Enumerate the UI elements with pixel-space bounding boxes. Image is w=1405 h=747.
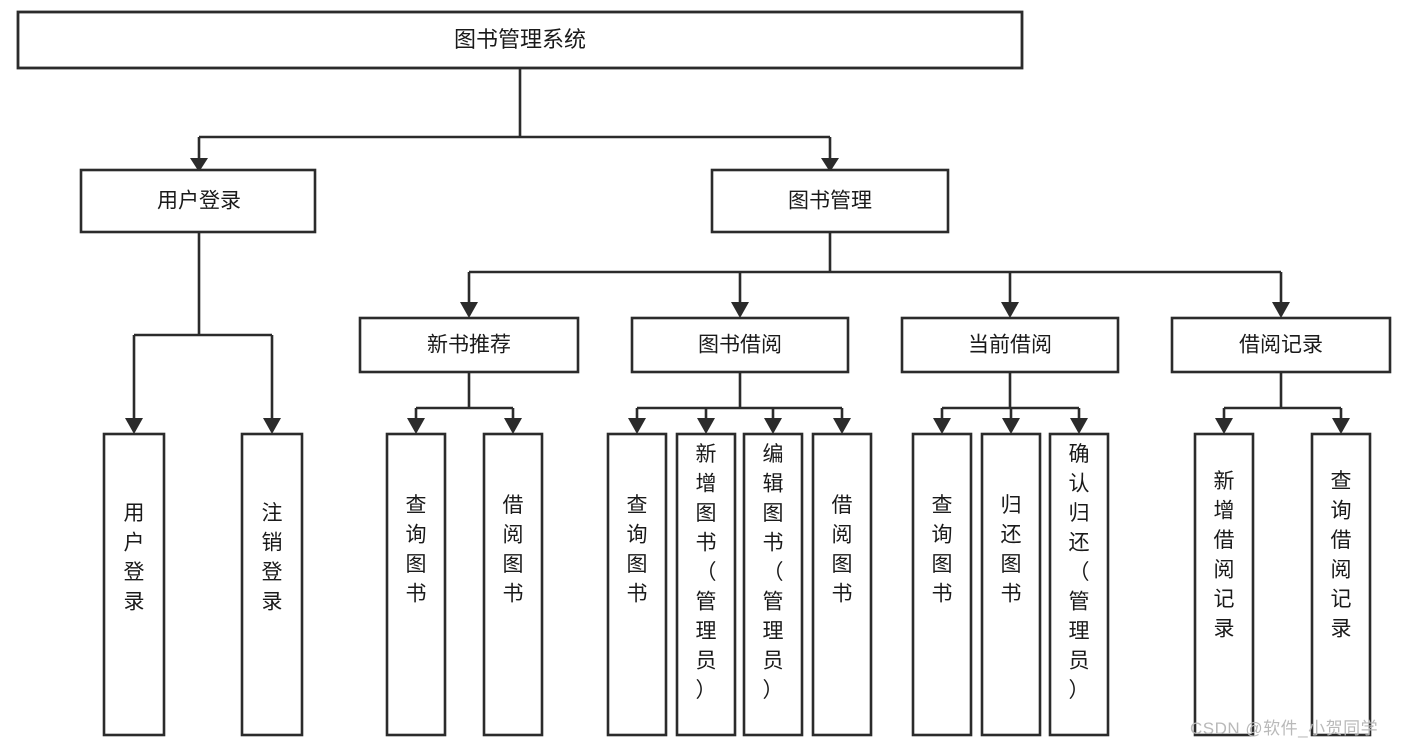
node-current-borrow-box — [900, 316, 1120, 374]
csdn-watermark: CSDN @软件_小贺同学 — [1190, 719, 1379, 738]
node-new-book-recommend-box — [358, 316, 580, 374]
leaf-node[interactable]: 新增借阅记录 — [1193, 432, 1255, 737]
node-book-borrow-box — [630, 316, 850, 374]
leaf-bb-borrow-book-box — [811, 432, 873, 737]
arrow-head-br-leaf-2 — [1332, 418, 1350, 434]
leaf-bb-query-book-box — [606, 432, 668, 737]
leaf-logout-login-box — [240, 432, 304, 737]
arrow-head-new-book-recommend — [460, 302, 478, 318]
leaf-cb-query-book-label: 查询图书 — [932, 494, 953, 606]
leaf-node[interactable]: 归还图书 — [980, 432, 1042, 737]
leaf-node[interactable]: 注销登录 — [240, 432, 304, 737]
connector-book-manage-branch — [467, 232, 1283, 306]
leaf-br-add-record-box — [1193, 432, 1255, 737]
arrow-head-bb-leaf-1 — [628, 418, 646, 434]
arrow-head-bb-leaf-2 — [697, 418, 715, 434]
node-user-login-label: 用户登录 — [157, 190, 241, 213]
leaf-br-add-record-label: 新增借阅记录 — [1214, 470, 1235, 641]
leaf-br-query-record-box — [1310, 432, 1372, 737]
node-current-borrow-label: 当前借阅 — [968, 334, 1052, 357]
arrow-head-user-login — [190, 158, 208, 172]
node-root-system[interactable]: 图书管理系统 — [16, 10, 1024, 70]
arrow-head-nbr-leaf-2 — [504, 418, 522, 434]
leaf-nbr-borrow-book-box — [482, 432, 544, 737]
node-book-borrow[interactable]: 图书借阅 — [630, 316, 850, 374]
node-root-system-label: 图书管理系统 — [454, 27, 586, 52]
arrow-head-user-login-leaf-2 — [263, 418, 281, 434]
node-borrow-record[interactable]: 借阅记录 — [1170, 316, 1392, 374]
node-borrow-record-box — [1170, 316, 1392, 374]
leaf-logout-login-label: 注销登录 — [262, 502, 283, 614]
arrow-head-book-manage — [821, 158, 839, 172]
leaf-cb-confirm-return-admin-label: 确认归还（管理员） — [1069, 443, 1090, 702]
connector-borrow-record-branch — [1222, 372, 1343, 422]
node-root-system-box — [16, 10, 1024, 70]
connector-new-book-recommend-branch — [414, 372, 515, 422]
leaf-node[interactable]: 借阅图书 — [482, 432, 544, 737]
arrow-head-current-borrow — [1001, 302, 1019, 318]
leaf-bb-edit-book-admin-box — [742, 432, 804, 737]
leaf-nbr-query-book-box — [385, 432, 447, 737]
leaf-nbr-query-book-label: 查询图书 — [406, 494, 427, 606]
node-book-manage-box — [710, 168, 950, 234]
leaf-node[interactable]: 新增图书（管理员） — [675, 432, 737, 737]
leaf-nbr-borrow-book-label: 借阅图书 — [503, 494, 524, 606]
leaf-node[interactable]: 编辑图书（管理员） — [742, 432, 804, 737]
leaf-bb-borrow-book-label: 借阅图书 — [832, 494, 853, 606]
connector-layer — [125, 68, 1350, 434]
arrow-head-nbr-leaf-1 — [407, 418, 425, 434]
leaf-node[interactable]: 确认归还（管理员） — [1048, 432, 1110, 737]
connector-user-login-branch — [132, 232, 274, 422]
leaf-node[interactable]: 查询图书 — [911, 432, 973, 737]
arrow-head-cb-leaf-1 — [933, 418, 951, 434]
arrow-head-borrow-record — [1272, 302, 1290, 318]
node-borrow-record-label: 借阅记录 — [1239, 334, 1323, 357]
leaf-user-login-box — [102, 432, 166, 737]
arrow-head-cb-leaf-2 — [1002, 418, 1020, 434]
leaf-node[interactable]: 查询图书 — [606, 432, 668, 737]
leaf-cb-query-book-box — [911, 432, 973, 737]
leaf-cb-confirm-return-admin-box — [1048, 432, 1110, 737]
leaf-bb-add-book-admin-label: 新增图书（管理员） — [696, 443, 717, 702]
connector-root-trunk — [197, 68, 832, 160]
leaf-node[interactable]: 借阅图书 — [811, 432, 873, 737]
arrow-head-user-login-leaf-1 — [125, 418, 143, 434]
node-user-login[interactable]: 用户登录 — [79, 168, 317, 234]
leaf-node[interactable]: 用户登录 — [102, 432, 166, 737]
arrow-head-bb-leaf-4 — [833, 418, 851, 434]
node-user-login-box — [79, 168, 317, 234]
leaf-node[interactable]: 查询借阅记录 — [1310, 432, 1372, 737]
node-book-manage-label: 图书管理 — [788, 190, 872, 213]
node-book-manage[interactable]: 图书管理 — [710, 168, 950, 234]
connector-current-borrow-branch — [940, 372, 1081, 422]
leaf-node[interactable]: 查询图书 — [385, 432, 447, 737]
leaf-cb-return-book-label: 归还图书 — [1001, 494, 1022, 606]
arrow-head-bb-leaf-3 — [764, 418, 782, 434]
arrow-head-cb-leaf-3 — [1070, 418, 1088, 434]
connector-book-borrow-branch — [635, 372, 844, 422]
leaf-bb-edit-book-admin-label: 编辑图书（管理员） — [763, 443, 784, 702]
node-book-borrow-label: 图书借阅 — [698, 334, 782, 357]
leaf-cb-return-book-box — [980, 432, 1042, 737]
node-new-book-recommend-label: 新书推荐 — [427, 334, 511, 357]
leaf-user-login-label: 用户登录 — [124, 502, 145, 614]
arrow-head-br-leaf-1 — [1215, 418, 1233, 434]
leaf-bb-add-book-admin-box — [675, 432, 737, 737]
leaf-br-query-record-label: 查询借阅记录 — [1331, 470, 1352, 641]
node-new-book-recommend[interactable]: 新书推荐 — [358, 316, 580, 374]
leaf-bb-query-book-label: 查询图书 — [627, 494, 648, 606]
node-current-borrow[interactable]: 当前借阅 — [900, 316, 1120, 374]
arrow-head-book-borrow — [731, 302, 749, 318]
